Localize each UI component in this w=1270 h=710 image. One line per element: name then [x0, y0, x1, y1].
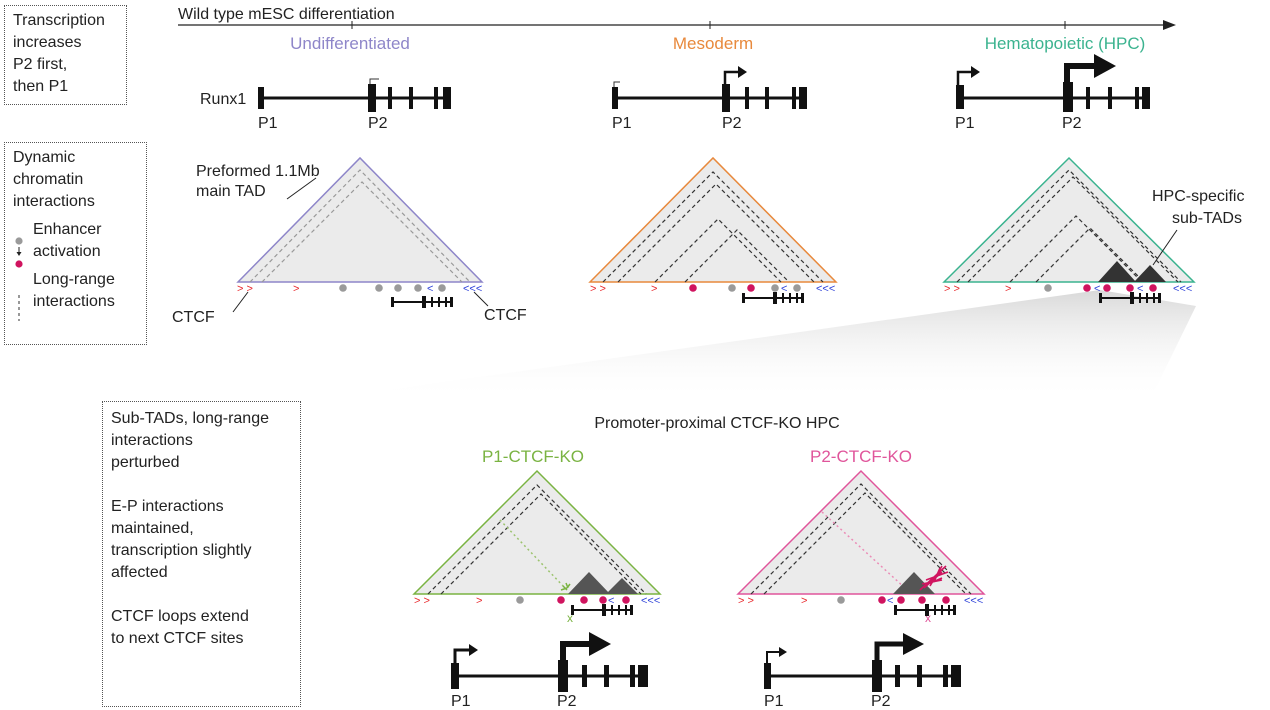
preformed-tad-label: main TAD — [196, 183, 266, 200]
ctcf-forward-site: > — [476, 595, 482, 607]
tad-p1-ctcf-ko: > > > < <<< x — [414, 471, 660, 625]
enhancer-dot — [728, 284, 736, 292]
ctcf-reverse-site: < — [781, 283, 787, 295]
enhancer-dot — [942, 596, 950, 604]
enhancer-dot — [557, 596, 565, 604]
promoter-arrow-icon — [725, 72, 739, 84]
mini-gene-icon — [894, 604, 956, 616]
enhancer-dot — [580, 596, 588, 604]
ctcf-forward-site: > — [801, 595, 807, 607]
gene-model-mesoderm: P1 P2 — [612, 66, 807, 132]
stage-title-undifferentiated: Undifferentiated — [290, 34, 410, 53]
stage-title-hpc: Hematopoietic (HPC) — [985, 34, 1146, 53]
enhancer-dot — [1103, 284, 1111, 292]
promoter-arrow-icon — [1067, 66, 1095, 82]
enhancer-dot — [793, 284, 801, 292]
ctcf-label-right: CTCF — [484, 307, 527, 324]
promoter-arrow-icon — [370, 79, 379, 84]
tad-undifferentiated: > > > < <<< — [237, 158, 482, 308]
enhancer-dot — [1083, 284, 1091, 292]
zoom-projection — [315, 290, 1196, 400]
promoter-label-p1: P1 — [764, 693, 784, 710]
promoter-arrow-icon — [958, 72, 972, 85]
ctcf-forward-sites: > > — [237, 283, 253, 295]
ctcf-reverse-sites: <<< — [463, 283, 482, 295]
enhancer-dot — [339, 284, 347, 292]
enhancer-dot — [414, 284, 422, 292]
promoter-arrow-icon — [455, 650, 470, 663]
enhancer-dot — [918, 596, 926, 604]
promoter-label-p2: P2 — [368, 115, 388, 132]
promoter-label-p2: P2 — [871, 693, 891, 710]
promoter-label-p2: P2 — [722, 115, 742, 132]
enhancer-dot — [375, 284, 383, 292]
timeline-arrow-icon — [1163, 20, 1176, 30]
ctcf-reverse-site: < — [427, 283, 433, 295]
hpc-subtads-label: sub-TADs — [1172, 210, 1242, 227]
enhancer-dot — [689, 284, 697, 292]
preformed-tad-label: Preformed 1.1Mb — [196, 163, 320, 180]
ctcf-forward-sites: > > — [738, 595, 754, 607]
enhancer-dot — [1044, 284, 1052, 292]
promoter-label-p1: P1 — [612, 115, 632, 132]
enhancer-dot — [516, 596, 524, 604]
ctcf-reverse-sites: <<< — [641, 595, 660, 607]
ctcf-forward-site: > — [293, 283, 299, 295]
promoter-label-p1: P1 — [955, 115, 975, 132]
enhancer-dot — [394, 284, 402, 292]
ko-title-p1: P1-CTCF-KO — [482, 447, 584, 466]
ko-title-p2: P2-CTCF-KO — [810, 447, 912, 466]
enhancer-dot — [622, 596, 630, 604]
enhancer-dot — [599, 596, 607, 604]
promoter-arrow-icon — [614, 82, 620, 87]
enhancer-dot — [1149, 284, 1157, 292]
gene-model-undifferentiated: P1 P2 — [258, 79, 451, 132]
ctcf-reverse-sites: <<< — [816, 283, 835, 295]
promoter-arrow-icon — [767, 652, 780, 663]
mini-gene-icon — [571, 604, 633, 616]
promoter-arrow-icon — [877, 644, 904, 660]
enhancer-dot — [747, 284, 755, 292]
promoter-label-p2: P2 — [1062, 115, 1082, 132]
ko-section-title: Promoter-proximal CTCF-KO HPC — [594, 415, 839, 432]
enhancer-dot — [771, 284, 779, 292]
enhancer-dot — [878, 596, 886, 604]
ctcf-forward-site: > — [1005, 283, 1011, 295]
enhancer-dot — [1126, 284, 1134, 292]
tad-p2-ctcf-ko: > > > < <<< x — [738, 471, 984, 625]
ctcf-forward-sites: > > — [944, 283, 960, 295]
preformed-pointer — [287, 178, 316, 199]
gene-model-p1-ko: P1 P2 — [451, 632, 648, 710]
promoter-arrow-icon — [563, 644, 590, 660]
ctcf-reverse-sites: <<< — [1173, 283, 1192, 295]
tad-hpc: > > > < < <<< — [944, 158, 1194, 304]
promoter-label-p1: P1 — [258, 115, 278, 132]
gene-name-label: Runx1 — [200, 91, 246, 108]
gene-model-hpc: P1 P2 — [955, 54, 1150, 132]
enhancer-dot — [837, 596, 845, 604]
ctcf-forward-sites: > > — [590, 283, 606, 295]
ctcf-forward-site: > — [651, 283, 657, 295]
timeline-label: Wild type mESC differentiation — [178, 6, 395, 23]
ctcf-forward-sites: > > — [414, 595, 430, 607]
ctcf-reverse-sites: <<< — [964, 595, 983, 607]
hpc-subtads-label: HPC-specific — [1152, 188, 1244, 205]
gene-model-p2-ko: P1 P2 — [764, 633, 961, 710]
enhancer-dot — [438, 284, 446, 292]
mini-gene-icon — [742, 292, 804, 304]
mini-gene-icon — [391, 296, 453, 308]
tad-mesoderm: > > > < <<< — [590, 158, 836, 304]
enhancer-dot — [897, 596, 905, 604]
stage-title-mesoderm: Mesoderm — [673, 34, 753, 53]
ctcf-pointer — [233, 292, 248, 312]
promoter-label-p2: P2 — [557, 693, 577, 710]
ctcf-label-left: CTCF — [172, 309, 215, 326]
ctcf-reverse-site: < — [887, 595, 893, 607]
promoter-label-p1: P1 — [451, 693, 471, 710]
